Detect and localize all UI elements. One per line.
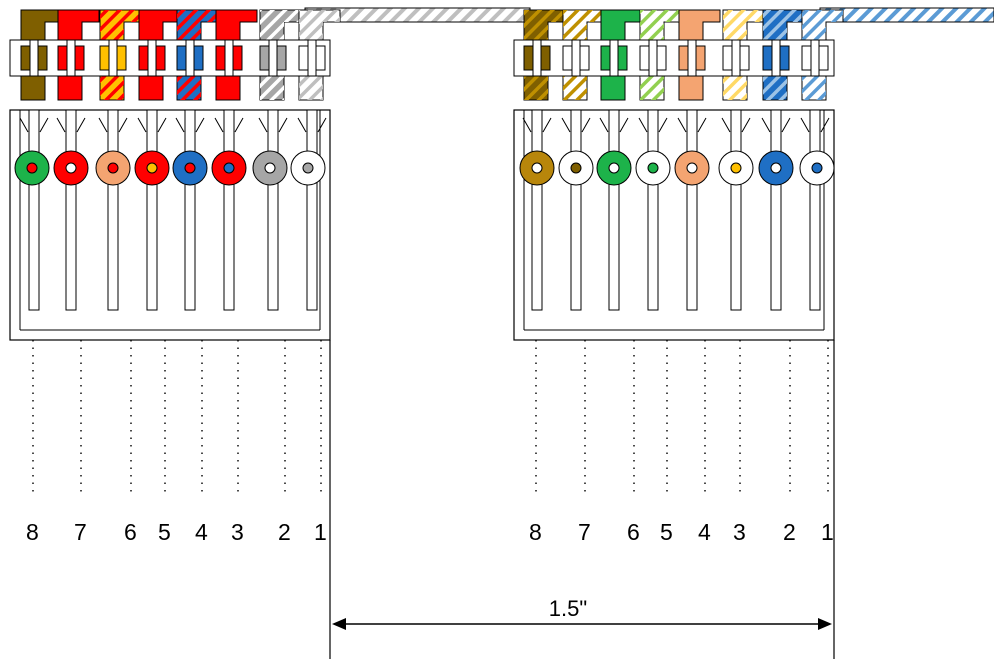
blade-notch — [297, 117, 327, 133]
comb-tooth — [687, 39, 697, 77]
cable-right-sheath — [819, 7, 994, 23]
comb-tooth — [268, 39, 278, 77]
contact-blade — [65, 109, 77, 311]
blade-notch — [761, 117, 791, 133]
contact-blade — [730, 109, 742, 311]
pin-label: 5 — [158, 519, 171, 545]
pin-label: 8 — [26, 519, 39, 545]
contact-blade — [28, 109, 40, 311]
comb-tooth — [185, 39, 195, 77]
pin-circle-core — [686, 162, 698, 174]
blade-notch — [19, 117, 49, 133]
pin-label: 7 — [74, 519, 87, 545]
comb-tooth — [66, 39, 76, 77]
pin-label: 3 — [733, 519, 746, 545]
pin-label: 7 — [578, 519, 591, 545]
comb-tooth — [307, 39, 317, 77]
pin-circle-core — [107, 162, 119, 174]
pin-label: 1 — [821, 519, 834, 545]
blade-notch — [258, 117, 288, 133]
contact-blade — [146, 109, 158, 311]
blade-notch — [561, 117, 591, 133]
pin-circle-core — [223, 162, 235, 174]
contact-blade — [306, 109, 318, 311]
contact-blade — [184, 109, 196, 311]
pin-circle-core — [264, 162, 276, 174]
contact-blade — [570, 109, 582, 311]
pin-circle-core — [770, 162, 782, 174]
contact-blade — [107, 109, 119, 311]
pin-label: 5 — [660, 519, 673, 545]
blade-notch — [98, 117, 128, 133]
pin-circle-core — [730, 162, 742, 174]
pin-label: 6 — [627, 519, 640, 545]
dimension-arrow-right — [818, 618, 832, 630]
pin-circle-core — [302, 162, 314, 174]
blade-notch — [638, 117, 668, 133]
pin-circle-core — [531, 162, 543, 174]
contact-blade — [267, 109, 279, 311]
pin-circle-core — [65, 162, 77, 174]
comb-tooth — [648, 39, 658, 77]
pin-label: 1 — [314, 519, 327, 545]
pin-label: 3 — [231, 519, 244, 545]
pin-circle-core — [647, 162, 659, 174]
pin-circle-core — [608, 162, 620, 174]
blade-notch — [522, 117, 552, 133]
blade-notch — [599, 117, 629, 133]
dimension-label: 1.5" — [549, 596, 587, 621]
blade-notch — [677, 117, 707, 133]
pin-label: 4 — [195, 519, 208, 545]
comb-tooth — [108, 39, 118, 77]
contact-blade — [608, 109, 620, 311]
blade-notch — [214, 117, 244, 133]
pin-label: 6 — [124, 519, 137, 545]
blade-notch — [800, 117, 830, 133]
comb-tooth — [532, 39, 542, 77]
connector-housing — [9, 109, 331, 341]
pin-circle-core — [811, 162, 823, 174]
comb-tooth — [771, 39, 781, 77]
dimension: 1.5" — [329, 340, 835, 659]
contact-blade — [770, 109, 782, 311]
comb-tooth — [810, 39, 820, 77]
pin-circle-core — [184, 162, 196, 174]
pin-circle-core — [26, 162, 38, 174]
blade-notch — [137, 117, 167, 133]
pin-label: 2 — [783, 519, 796, 545]
blade-notch — [721, 117, 751, 133]
contact-blade — [647, 109, 659, 311]
pin-circle-core — [570, 162, 582, 174]
comb-tooth — [147, 39, 157, 77]
comb-tooth — [224, 39, 234, 77]
pin-label: 4 — [698, 519, 711, 545]
dimension-arrow-left — [332, 618, 346, 630]
connector-housing — [513, 109, 835, 341]
pin-label: 8 — [529, 519, 542, 545]
comb-tooth — [29, 39, 39, 77]
contact-blade — [686, 109, 698, 311]
contact-blade — [809, 109, 821, 311]
comb-tooth — [731, 39, 741, 77]
cable-right — [819, 7, 994, 23]
contact-blade — [531, 109, 543, 311]
comb-tooth — [609, 39, 619, 77]
pin-circle-core — [146, 162, 158, 174]
comb-tooth — [571, 39, 581, 77]
blade-notch — [175, 117, 205, 133]
pin-label: 2 — [278, 519, 291, 545]
contact-blade — [223, 109, 235, 311]
blade-notch — [56, 117, 86, 133]
